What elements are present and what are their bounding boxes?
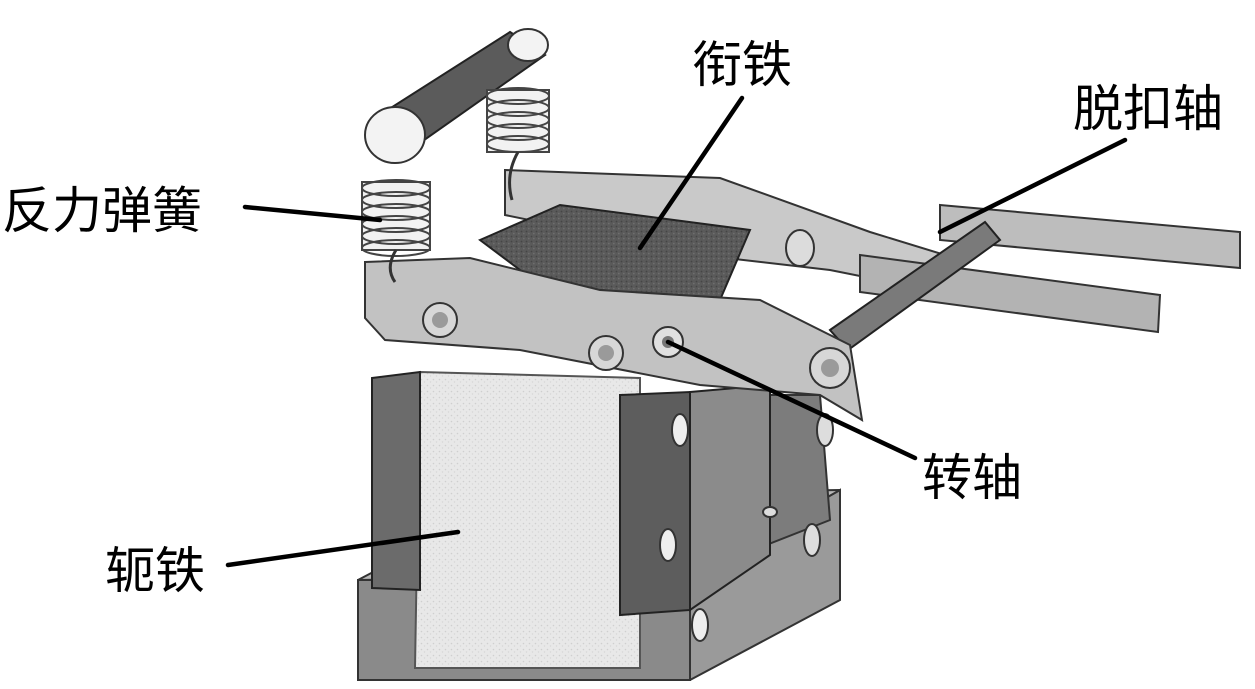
- trip-arm-upper: [939, 203, 1241, 270]
- spring-hook: [508, 151, 520, 201]
- armature-assembly: [364, 168, 1241, 422]
- leader-reaction-spring: [242, 204, 383, 223]
- yoke-hole: [691, 608, 709, 642]
- label-yoke: 轭铁: [105, 542, 205, 600]
- label-pivot-shaft: 转轴: [922, 449, 1022, 507]
- yoke-hole: [659, 528, 677, 562]
- yoke-hole: [671, 413, 689, 447]
- yoke-assembly: [357, 370, 841, 681]
- spring-coil-right: [486, 87, 550, 153]
- spring-coil-left: [361, 179, 431, 257]
- nut: [432, 312, 448, 328]
- leader-yoke: [225, 529, 461, 568]
- reaction-spring-assembly: [361, 28, 550, 283]
- leader-pivot-shaft: [665, 339, 918, 461]
- leader-trip-shaft: [937, 137, 1128, 235]
- yoke-left-upright: [371, 370, 421, 592]
- yoke-core: [413, 370, 641, 669]
- label-armature: 衔铁: [692, 36, 792, 94]
- spring-hook: [388, 249, 398, 283]
- nut: [598, 345, 614, 361]
- label-trip-shaft: 脱扣轴: [1073, 80, 1223, 138]
- leader-armature: [637, 95, 745, 251]
- spring-rod-end: [364, 106, 426, 164]
- spring-rod-end: [507, 28, 549, 62]
- label-reaction-spring: 反力弹簧: [2, 182, 202, 240]
- nut: [821, 359, 839, 377]
- rear-pin: [785, 229, 815, 267]
- yoke-hole: [762, 506, 778, 518]
- yoke-hole: [803, 523, 821, 557]
